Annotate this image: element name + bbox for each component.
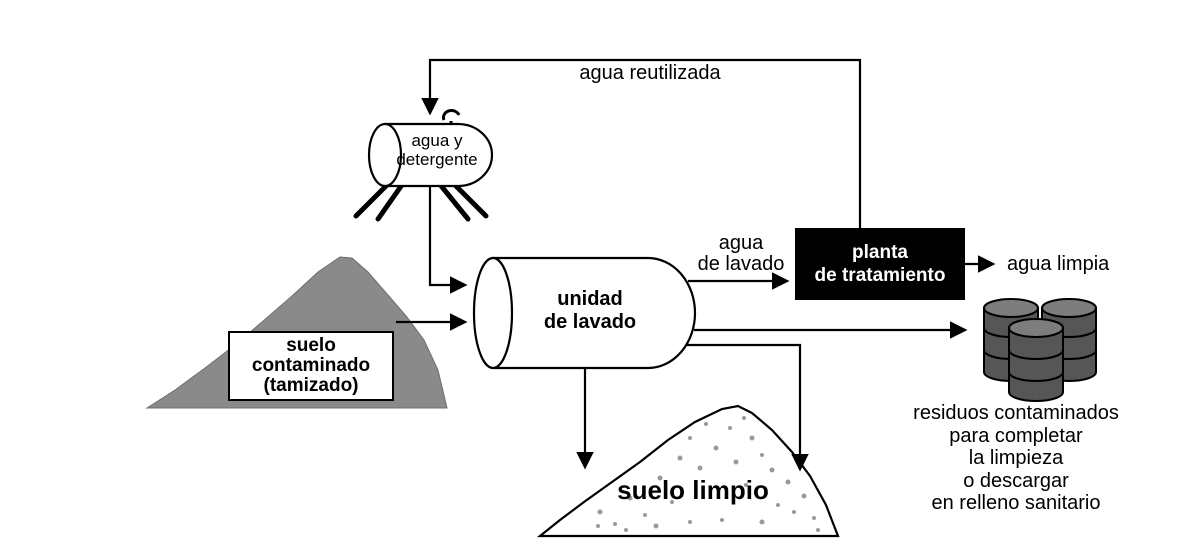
tank-label-line2: detergente [396, 150, 478, 169]
contaminated-soil-line2: contaminado [251, 355, 371, 376]
clean-soil-dots [596, 416, 820, 532]
tank-label: agua y detergente [396, 131, 477, 169]
wash-water-line1: agua [718, 232, 764, 254]
waste-note-label: residuos contaminados para completar la … [913, 402, 1119, 515]
waste-note-line1: residuos contaminados [913, 402, 1119, 424]
wash-water-label: agua de lavado [698, 233, 785, 275]
washunit-to-cleansoil-arrow-right [686, 343, 809, 472]
contaminated-soil-line3: (tamizado) [263, 375, 359, 396]
contaminated-soil-label-box: suelo contaminado (tamizado) [228, 331, 394, 401]
waste-note-line5: en relleno sanitario [931, 492, 1101, 514]
waste-barrels-icon [983, 298, 1097, 402]
barrel-front [1008, 318, 1064, 402]
wash-unit-cylinder [472, 256, 697, 370]
wash-unit-line2: de lavado [543, 311, 637, 333]
wash-unit-line1: unidad [557, 288, 623, 310]
clean-soil-label: suelo limpio [617, 475, 769, 505]
treatment-plant-line1: planta [852, 242, 908, 263]
contaminated-soil-line1: suelo [286, 335, 336, 356]
treatment-plant-line2: de tratamiento [814, 265, 946, 286]
reused-water-label: agua reutilizada [579, 62, 721, 84]
clean-soil-mound [536, 404, 840, 538]
treatment-plant-box: planta de tratamiento [795, 228, 965, 300]
water-detergent-tank [353, 108, 494, 222]
tank-valve-icon [442, 108, 461, 125]
waste-note-line2: para completar [949, 424, 1083, 447]
wash-water-line2: de lavado [697, 253, 785, 275]
tank-to-washunit-arrow [428, 186, 468, 294]
wash-unit-label: unidad de lavado [544, 288, 636, 334]
recycle-pipe [421, 58, 862, 228]
waste-note-line4: o descargar [963, 469, 1069, 492]
waste-note-line3: la limpieza [968, 447, 1064, 469]
tank-label-line1: agua y [411, 131, 463, 150]
clean-water-label: agua limpia [1007, 253, 1110, 275]
